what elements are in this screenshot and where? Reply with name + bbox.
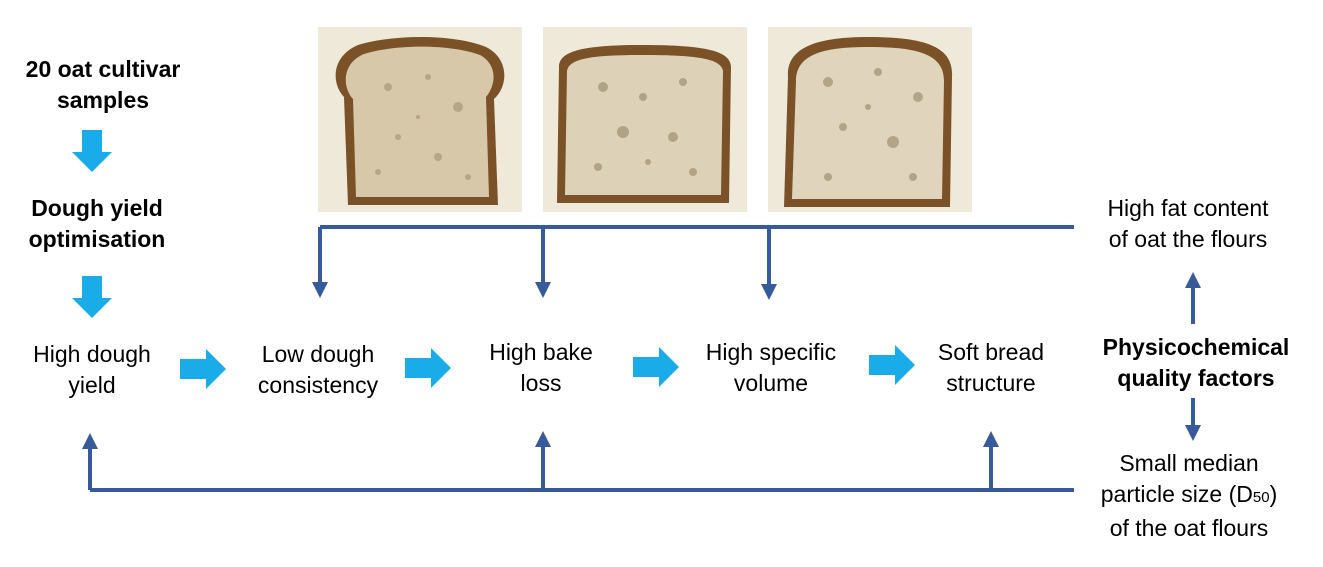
arrowhead-down-1	[312, 282, 328, 298]
optimisation-label: Dough yield optimisation	[28, 195, 166, 252]
bread-photo-2	[543, 27, 747, 212]
arrowhead-up-1	[82, 433, 98, 449]
right-arrow-4	[869, 345, 915, 385]
bread-photo-1	[318, 27, 522, 212]
samples-label: 20 oat cultivar samples	[25, 56, 181, 113]
right-arrow-3	[633, 347, 679, 387]
right-arrow-2	[405, 348, 451, 388]
right-arrow-1	[180, 349, 226, 389]
arrowhead-down-3	[761, 284, 777, 300]
bread-photo-3	[768, 27, 972, 212]
arrowhead-up-2	[535, 431, 551, 447]
down-arrow-1	[72, 130, 112, 172]
arrowhead-up-fat	[1185, 272, 1201, 288]
arrowhead-down-2	[535, 282, 551, 298]
particle-size-label: Small median particle size (D50) of the …	[1100, 450, 1278, 541]
down-arrow-2	[72, 276, 112, 318]
arrowhead-up-3	[983, 431, 999, 447]
arrowhead-down-particle	[1185, 425, 1201, 441]
